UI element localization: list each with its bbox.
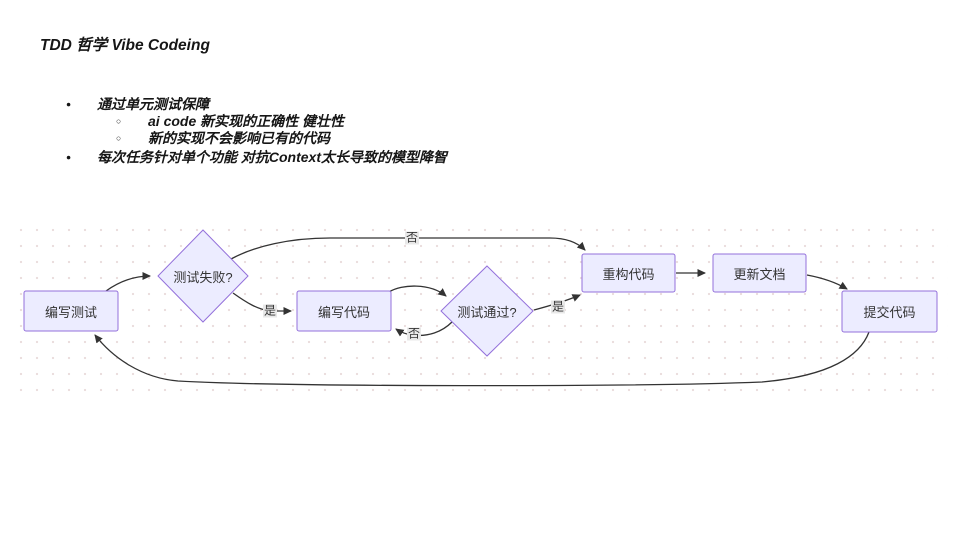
flow-node-test-pass[interactable] xyxy=(440,265,534,357)
edge-label-fail-yes: 是 xyxy=(262,303,278,318)
bullet-hollow-icon: ○ xyxy=(116,115,122,126)
note-text: 新的实现不会影响已有的代码 xyxy=(148,129,330,146)
flow-node-write-test[interactable] xyxy=(23,290,119,332)
node-label-test-fail[interactable]: 测试失败? xyxy=(173,269,233,285)
bullet-filled-icon: ● xyxy=(66,151,72,162)
note-item: ○ ai code 新实现的正确性 健壮性 xyxy=(116,112,344,129)
node-label-refactor[interactable]: 重构代码 xyxy=(602,266,655,282)
edge-commit-loop-writetest xyxy=(94,331,870,387)
note-item: ● 通过单元测试保障 xyxy=(66,95,209,112)
bullet-hollow-icon: ○ xyxy=(116,132,122,143)
note-text: 每次任务针对单个功能 对抗Context太长导致的模型降智 xyxy=(97,148,447,165)
note-item: ○ 新的实现不会影响已有的代码 xyxy=(116,129,330,146)
node-label-update-docs[interactable]: 更新文档 xyxy=(733,266,786,282)
node-label-write-test[interactable]: 编写测试 xyxy=(44,304,97,320)
node-label-write-code[interactable]: 编写代码 xyxy=(317,304,370,320)
note-item: ● 每次任务针对单个功能 对抗Context太长导致的模型降智 xyxy=(66,148,447,165)
node-label-test-pass[interactable]: 测试通过? xyxy=(457,304,517,320)
flow-node-write-code[interactable] xyxy=(296,290,392,332)
edge-label-fail-no: 否 xyxy=(404,230,420,245)
flow-node-update-docs[interactable] xyxy=(712,253,807,293)
edge-label-pass-yes: 是 xyxy=(550,299,566,314)
edge-writecode-testpass xyxy=(388,285,447,297)
flow-node-test-fail[interactable] xyxy=(157,229,249,323)
node-label-commit[interactable]: 提交代码 xyxy=(863,305,916,320)
edge-writetest-testfail xyxy=(105,272,151,292)
page-title: TDD 哲学 Vibe Codeing xyxy=(40,37,210,54)
note-text: ai code 新实现的正确性 健壮性 xyxy=(148,112,345,129)
edge-label-pass-no: 否 xyxy=(406,326,422,341)
edge-testfail-no-refactor xyxy=(230,237,586,260)
bullet-filled-icon: ● xyxy=(66,98,72,109)
note-text: 通过单元测试保障 xyxy=(97,95,209,112)
edge-updatedocs-commit xyxy=(806,274,848,290)
flow-node-refactor[interactable] xyxy=(581,253,676,293)
flow-node-commit[interactable] xyxy=(841,290,938,333)
